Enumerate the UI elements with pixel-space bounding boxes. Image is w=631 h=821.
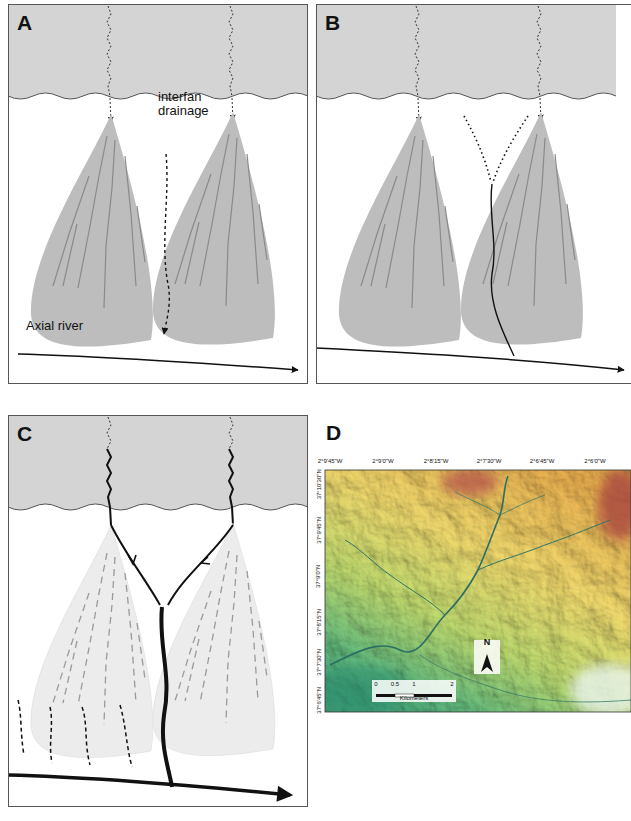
diagram-label: Axial river <box>26 319 83 333</box>
coordinate-label: 2°6'45"W <box>530 458 555 465</box>
scale-label: Kilometers <box>400 695 428 702</box>
coordinate-label: 2°6'0"W <box>584 458 605 465</box>
coordinate-label: 37°8'15"N <box>316 609 323 636</box>
coordinate-label: 2°8'15"W <box>424 458 449 465</box>
scale-label: 2 <box>450 681 453 688</box>
scale-label: 1 <box>412 681 415 688</box>
diagram-label: interfan drainage <box>158 90 238 119</box>
figure-panel: D <box>318 415 631 715</box>
coordinate-label: 2°9'45"W <box>318 458 343 465</box>
scale-label: 0.5 <box>391 681 399 688</box>
scale-label: 0 <box>374 681 377 688</box>
panel-letter: C <box>17 422 32 446</box>
figure-panel: B <box>316 4 631 384</box>
panel-letter: D <box>326 421 341 445</box>
north-label: N <box>484 638 491 648</box>
coordinate-label: 37°9'0"N <box>316 564 323 587</box>
coordinate-label: 37°6'45"N <box>316 687 323 714</box>
coordinate-label: 2°9'0"W <box>372 458 393 465</box>
coordinate-label: 37°7'30"N <box>316 649 323 676</box>
coordinate-label: 2°7'30"W <box>477 458 502 465</box>
coordinate-label: 37°10'30"N <box>316 469 323 499</box>
figure-panel: C <box>8 415 308 807</box>
panel-letter: A <box>17 11 32 35</box>
coordinate-label: 37°9'45"N <box>316 517 323 544</box>
panel-letter: B <box>325 11 340 35</box>
